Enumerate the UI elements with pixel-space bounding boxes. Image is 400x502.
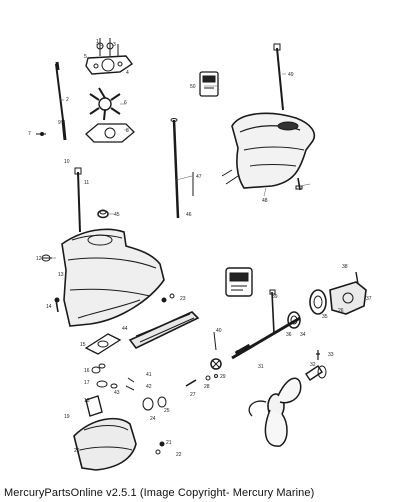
callout-19: 19 (64, 414, 70, 420)
housing-bolt (295, 177, 303, 191)
leader-lines (52, 43, 311, 259)
callout-12: 12 (36, 256, 42, 262)
callout-38: 38 (342, 264, 348, 270)
shift-shaft-bushing (96, 380, 118, 389)
callout-50: 50 (190, 84, 196, 90)
prop-washer (317, 365, 327, 379)
vertical-stud (269, 289, 276, 335)
callout-36: 36 (286, 332, 292, 338)
callout-15: 15 (80, 342, 86, 348)
callout-5: 5 (84, 54, 87, 60)
callout-29: 29 (220, 374, 226, 380)
callout-49: 49 (288, 72, 294, 78)
callout-20: 20 (74, 448, 80, 454)
propeller (248, 377, 302, 447)
callout-47: 47 (196, 174, 202, 180)
callout-22: 22 (176, 452, 182, 458)
callout-35: 35 (322, 314, 328, 320)
retainer-clip (316, 350, 320, 360)
callout-40: 40 (216, 328, 222, 334)
prop-nut (305, 365, 323, 381)
callout-3: 3 (113, 42, 116, 48)
cooling-cap (85, 395, 103, 417)
callout-25: 25 (164, 408, 170, 414)
callout-31: 31 (258, 364, 264, 370)
callout-48: 48 (262, 198, 268, 204)
callout-34: 34 (300, 332, 306, 338)
callout-14: 14 (46, 304, 52, 310)
drive-shaft (55, 61, 67, 141)
drive-shaft-housing (221, 112, 316, 189)
callout-45: 45 (114, 212, 120, 218)
callout-9: 9 (58, 120, 61, 126)
gasket-ring (84, 333, 122, 355)
callout-16: 16 (84, 368, 90, 374)
callout-32: 32 (310, 362, 316, 368)
callout-42: 42 (146, 384, 152, 390)
small-screws (125, 293, 175, 455)
water-intake-screen (41, 254, 52, 262)
decal-small (199, 71, 219, 97)
callout-10: 10 (64, 159, 70, 165)
callout-30: 30 (236, 350, 242, 356)
callout-labels: 1 2 3 4 5 6 7 8 9 10 11 12 13 14 15 16 1… (28, 39, 372, 458)
callout-26: 26 (338, 308, 344, 314)
stud-right (273, 43, 284, 111)
shaft-pin (36, 132, 46, 136)
callout-11: 11 (84, 180, 89, 186)
exploded-parts-diagram: 1 2 3 4 5 6 7 8 9 10 11 12 13 14 15 16 1… (28, 38, 372, 471)
water-tube-grommet (97, 209, 109, 219)
callout-23: 23 (180, 296, 186, 302)
water-tube (170, 118, 194, 219)
image-caption: MercuryPartsOnline v2.5.1 (Image Copyrig… (4, 487, 315, 499)
callout-2: 2 (66, 97, 69, 103)
callout-1: 1 (96, 39, 99, 45)
forward-gear (287, 311, 301, 329)
callout-4: 4 (126, 70, 129, 76)
callout-18: 18 (84, 398, 90, 404)
impeller (89, 87, 121, 121)
callout-24: 24 (150, 416, 156, 422)
callout-37: 37 (366, 296, 372, 302)
pinion-gear (210, 358, 222, 370)
bearing-race (142, 396, 167, 411)
pump-face-plate (85, 123, 135, 143)
callout-33: 33 (328, 352, 334, 358)
bearing-carrier (309, 289, 327, 315)
water-pump-top (85, 38, 134, 75)
carrier-housing (329, 271, 367, 315)
callout-44: 44 (122, 326, 128, 332)
callout-27: 27 (190, 392, 196, 398)
shift-rod-bits (185, 374, 218, 387)
anode-plate (128, 311, 200, 350)
callout-7: 7 (28, 131, 31, 137)
gear-housing-upper (61, 228, 165, 327)
callout-28: 28 (204, 384, 210, 390)
gear-housing-lower (73, 417, 137, 471)
callout-13: 13 (58, 272, 64, 278)
callout-41: 41 (146, 372, 152, 378)
callout-17: 17 (84, 380, 90, 386)
trim-tab-screw (54, 297, 60, 313)
decal-large (225, 267, 253, 297)
propeller-shaft (231, 316, 301, 360)
seal-set (91, 363, 106, 374)
callout-21: 21 (166, 440, 172, 446)
callout-39: 39 (272, 294, 278, 300)
callout-8: 8 (126, 128, 129, 134)
callout-6: 6 (124, 100, 127, 106)
callout-43: 43 (114, 390, 120, 396)
callout-46: 46 (186, 212, 192, 218)
small-stud (213, 331, 217, 351)
long-stud (74, 167, 82, 233)
